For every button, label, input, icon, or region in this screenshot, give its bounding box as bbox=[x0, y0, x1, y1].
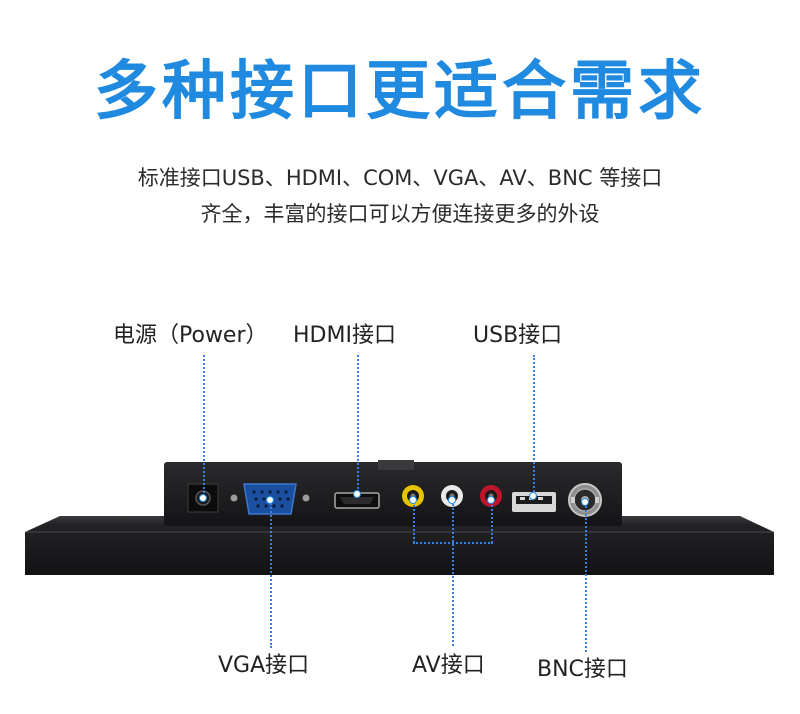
leader-line-av-yellow bbox=[413, 500, 415, 543]
subtitle-line-2: 齐全，丰富的接口可以方便连接更多的外设 bbox=[200, 202, 600, 226]
leader-line-hdmi bbox=[357, 355, 359, 493]
label-power: 电源（Power） bbox=[113, 323, 268, 348]
leader-dot-hdmi bbox=[353, 490, 361, 498]
leader-line-usb bbox=[533, 355, 535, 495]
subtitle-line-1: 标准接口USB、HDMI、COM、VGA、AV、BNC 等接口 bbox=[137, 166, 663, 190]
leader-line-av-red bbox=[491, 500, 493, 543]
leader-dot-bnc bbox=[581, 498, 589, 506]
leader-dot-av-red bbox=[487, 496, 495, 504]
label-usb: USB接口 bbox=[473, 323, 563, 348]
monitor-back-panel-illustration bbox=[25, 460, 774, 575]
leader-dot-usb bbox=[529, 492, 537, 500]
leader-line-vga bbox=[270, 500, 272, 648]
label-vga: VGA接口 bbox=[218, 653, 310, 678]
leader-dot-power bbox=[199, 494, 207, 502]
leader-dot-av-white bbox=[448, 496, 456, 504]
hdmi-port-icon bbox=[334, 492, 380, 509]
leader-dot-av-yellow bbox=[409, 496, 417, 504]
label-bnc: BNC接口 bbox=[537, 657, 628, 682]
leader-line-av-bracket bbox=[413, 542, 493, 544]
label-av: AV接口 bbox=[412, 653, 485, 678]
leader-dot-vga bbox=[266, 496, 274, 504]
leader-line-av-white bbox=[452, 500, 454, 646]
leader-line-power bbox=[203, 355, 205, 497]
label-hdmi: HDMI接口 bbox=[293, 323, 396, 348]
leader-line-bnc bbox=[585, 502, 587, 652]
headline: 多种接口更适合需求 bbox=[94, 55, 706, 129]
